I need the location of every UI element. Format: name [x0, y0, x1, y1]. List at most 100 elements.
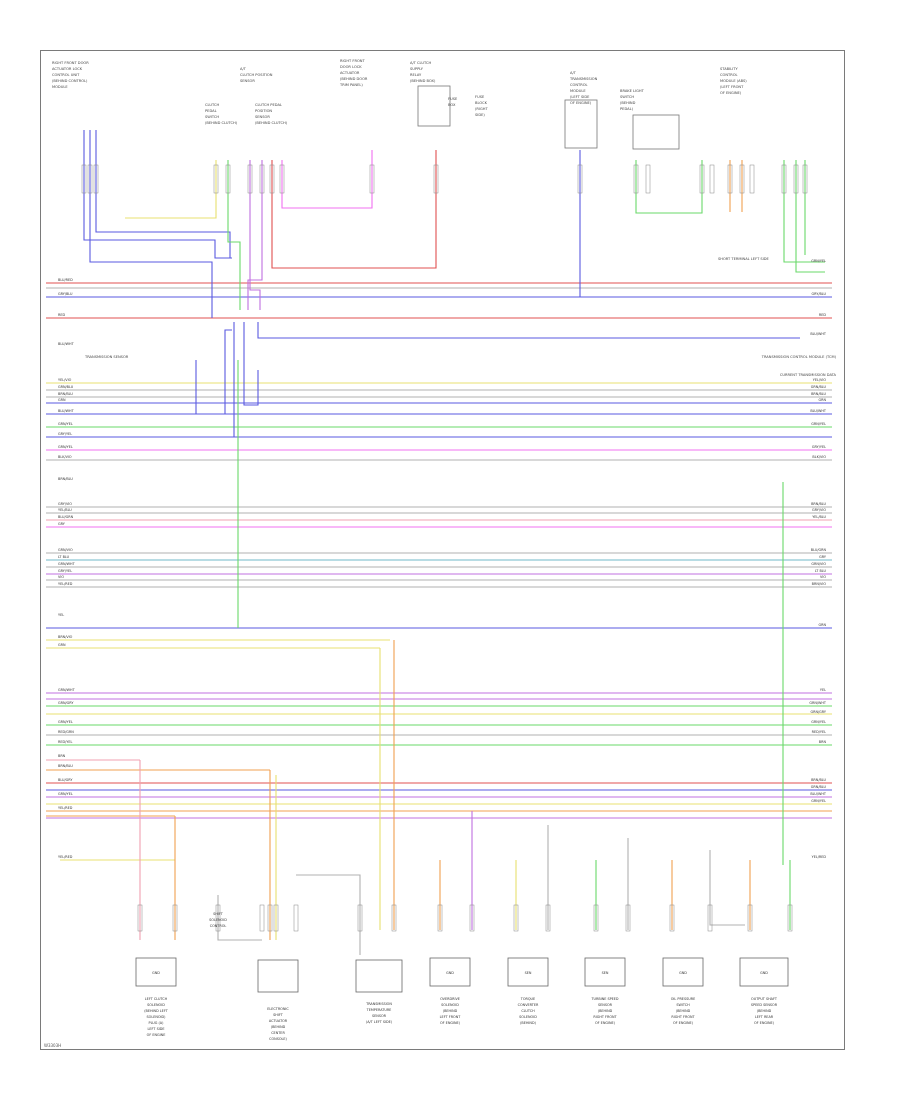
bottom-component-3-line-0: TRANSMISSION	[365, 1002, 392, 1006]
wire-label-left-5: GRN/BLU	[58, 385, 74, 389]
connector-bottom-10	[469, 904, 475, 932]
wire-violet-b	[247, 160, 263, 310]
connector-bottom-14	[625, 904, 631, 932]
wire-blue-b	[89, 130, 213, 318]
wire-label-right-6: BRN/BLU	[811, 392, 826, 396]
wire-label-left-25: BRN/VIO	[58, 635, 73, 639]
bottom-component-6-line-0: TURBINE SPEED	[590, 997, 618, 1001]
top-component-9-line-3: PEDAL)	[620, 107, 634, 111]
bottom-component-3-line-3: (A/T LEFT SIDE)	[366, 1020, 393, 1024]
connector-top-17	[739, 164, 745, 194]
wire-yellow-a	[125, 160, 217, 219]
top-component-0-line-2: CONTROL UNIT	[52, 73, 80, 77]
diagram-code: W3303H	[44, 1043, 62, 1048]
bottom-component-6-line-1: SENSOR	[598, 1003, 613, 1007]
connector-top-13	[645, 164, 651, 194]
wire-label-right-12: BRN/BLU	[811, 502, 826, 506]
tcm-connector	[564, 99, 598, 149]
wire-green-r2	[795, 160, 825, 273]
bottom-box-3	[355, 959, 403, 993]
wire-label-left-2: RED	[58, 313, 65, 317]
connector-bottom-3	[259, 904, 265, 932]
bottom-component-2-line-4: CENTER	[271, 1031, 285, 1035]
wire-label-left-8: BLU/WHT	[58, 409, 75, 413]
connector-bottom-4	[267, 904, 273, 932]
wire-violet-a	[249, 160, 261, 310]
wire-label-left-11: GRN/YEL	[58, 445, 73, 449]
wire-label-right-20: BRN/VIO	[812, 582, 827, 586]
wire-label-left-24: YEL	[58, 613, 64, 617]
connector-top-7	[269, 164, 275, 194]
top-component-10-line-4: OF ENGINE)	[720, 91, 742, 95]
bottom-box-5	[507, 957, 549, 987]
top-component-7-line-3: SIDE)	[475, 113, 485, 117]
wire-label-left-32: BRN	[58, 754, 66, 758]
bottom-component-2-line-5: CONSOLE)	[269, 1037, 287, 1041]
connector-top-11	[577, 164, 583, 194]
wire-label-left-30: RED/GRN	[58, 730, 74, 734]
bottom-component-8-line-1: SPEED SENSOR	[751, 1003, 778, 1007]
wire-label-left-33: BRN/BLU	[58, 764, 73, 768]
bottom-box-1	[135, 957, 177, 987]
wire-label-left-4: YEL/VIO	[58, 378, 72, 382]
top-component-1-line-2: SENSOR	[240, 79, 255, 83]
bottom-component-5-line-3: SOLENOID	[519, 1015, 537, 1019]
top-component-1-line-1: CLUTCH POSITION	[240, 73, 273, 77]
top-component-8-line-3: MODULE	[570, 89, 586, 93]
connector-bottom-8	[391, 904, 397, 932]
connector-bottom-7	[357, 904, 363, 932]
wire-label-left-26: GRN	[58, 643, 66, 647]
bottom-component-8-line-0: OUTPUT SHAFT	[751, 997, 778, 1001]
top-component-boxes	[417, 85, 680, 150]
connector-top-0	[81, 164, 87, 194]
wire-label-left-12: BLK/VIO	[58, 455, 72, 459]
connector-top-6	[259, 164, 265, 194]
bottom-component-7-line-4: OF ENGINE)	[673, 1021, 694, 1025]
wire-label-left-31: RED/YEL	[58, 740, 72, 744]
wire-label-right-0: GRN/YEL	[811, 259, 826, 263]
connector-top-18	[749, 164, 755, 194]
bottom-box-label-0: GND	[152, 971, 160, 975]
top-component-10-line-2: MODULE (ABS)	[720, 79, 747, 83]
wire-label-right-19: VIO	[820, 575, 826, 579]
bottom-component-8-line-2: (BEHIND	[757, 1009, 772, 1013]
top-component-3-line-2: SENSOR	[255, 115, 270, 119]
wire-blue-a	[83, 130, 232, 259]
bottom-component-0-line-5: LEFT SIDE	[148, 1027, 165, 1031]
wire-label-left-35: GRN/YEL	[58, 792, 73, 796]
wire-label-right-17: GRN/VIO	[811, 562, 826, 566]
wire-label-left-23: YEL/RED	[58, 582, 73, 586]
wire-gray-temp	[296, 874, 361, 955]
bottom-box-label-6: SEN	[602, 971, 609, 975]
wire-label-left-0: BLU/RED	[58, 278, 73, 282]
bottom-component-1-line-2: CONTROL	[210, 924, 227, 928]
bottom-component-boxes	[135, 957, 789, 993]
top-component-5-line-1: SUPPLY	[410, 67, 424, 71]
bottom-component-2-line-1: SHIFT	[273, 1013, 284, 1017]
wire-label-left-20: GRN/WHT	[58, 562, 76, 566]
top-component-2-line-1: PEDAL	[205, 109, 217, 113]
wire-label-right-22: YEL	[820, 688, 826, 692]
top-component-2-line-0: CLUTCH	[205, 103, 219, 107]
bottom-box-label-5: SEN	[525, 971, 532, 975]
bottom-component-5-line-1: CONVERTER	[518, 1003, 539, 1007]
wire-label-right-25: GRN/YEL	[811, 720, 826, 724]
bottom-component-7-line-1: SWITCH	[676, 1003, 690, 1007]
connector-bottom-12	[545, 904, 551, 932]
bottom-component-4-line-4: OF ENGINE)	[440, 1021, 461, 1025]
bottom-component-0-line-1: SOLENOID	[147, 1003, 165, 1007]
top-component-0-line-0: RIGHT FRONT DOOR	[52, 61, 89, 65]
top-component-5-line-0: A/T CLUTCH	[410, 61, 431, 65]
connector-top-3	[213, 164, 219, 194]
wire-label-right-7: GRN	[818, 398, 826, 402]
connector-top-20	[793, 164, 799, 194]
wire-label-right-9: GRN/YEL	[811, 422, 826, 426]
wire-label-right-8: BLU/WHT	[810, 409, 827, 413]
bottom-box-6	[584, 957, 626, 987]
wire-label-right-27: BRN	[819, 740, 827, 744]
wire-label-right-5: GRN/BLU	[811, 385, 827, 389]
wire-label-left-27: GRN/WHT	[58, 688, 76, 692]
wire-label-left-15: YEL/BLU	[58, 508, 72, 512]
wire-label-right-13: GRY/VIO	[812, 508, 826, 512]
